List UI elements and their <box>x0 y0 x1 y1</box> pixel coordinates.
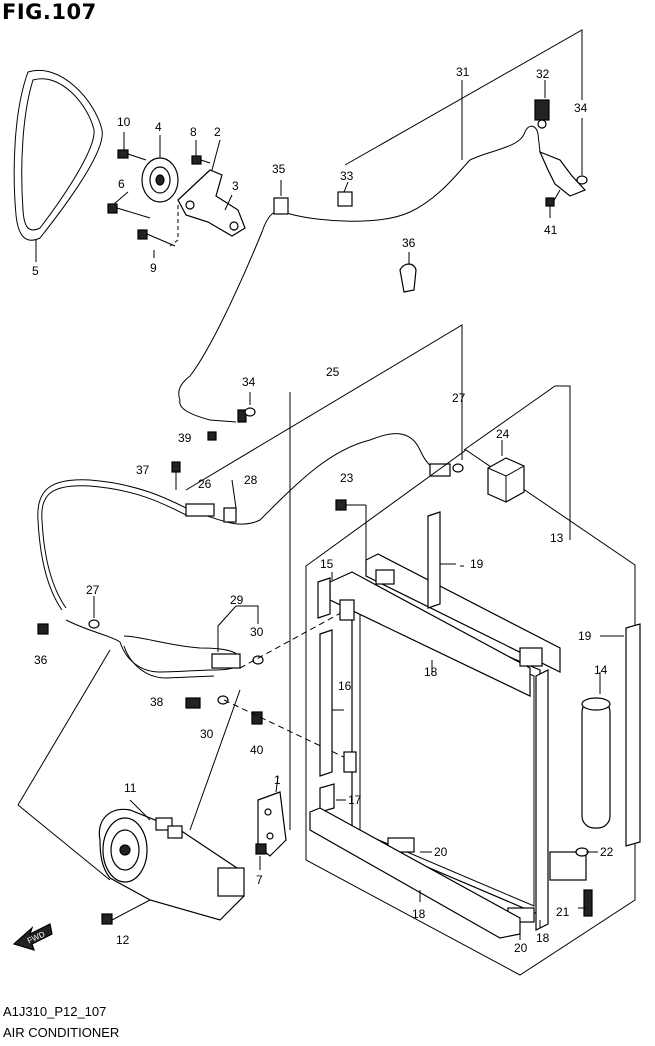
callout-20-bottom: 20 <box>514 941 528 955</box>
callout-5: 5 <box>32 264 39 278</box>
bolt-23 <box>335 499 367 560</box>
fwd-arrow-icon: FWD <box>12 923 53 951</box>
callout-39: 39 <box>178 431 192 445</box>
callout-34-lower: 34 <box>242 375 256 389</box>
callout-4: 4 <box>155 120 162 134</box>
callout-36-lower: 36 <box>34 653 48 667</box>
callout-20-center: 20 <box>434 845 448 859</box>
callout-32: 32 <box>536 67 550 81</box>
mount-bracket-part <box>255 775 287 870</box>
callout-18-right: 18 <box>536 931 550 945</box>
callout-28: 28 <box>244 473 258 487</box>
callout-14: 14 <box>594 663 608 677</box>
condenser-assembly <box>305 385 641 976</box>
figure-code: A1J310_P12_107 <box>3 1004 107 1019</box>
callout-7: 7 <box>256 873 263 887</box>
callout-12: 12 <box>116 933 130 947</box>
callout-10: 10 <box>117 115 131 129</box>
callout-9: 9 <box>150 261 157 275</box>
callout-27-left: 27 <box>86 583 100 597</box>
callout-36-upper: 36 <box>402 236 416 250</box>
callout-6: 6 <box>118 177 125 191</box>
callout-17: 17 <box>348 793 362 807</box>
callout-35: 35 <box>272 162 286 176</box>
callout-18-top: 18 <box>424 665 438 679</box>
figure-name: AIR CONDITIONER <box>3 1025 120 1040</box>
callout-30-lower: 30 <box>200 727 214 741</box>
callout-16: 16 <box>338 679 352 693</box>
clip-36-upper <box>399 252 417 293</box>
callout-8: 8 <box>190 125 197 139</box>
callout-3: 3 <box>232 179 239 193</box>
callout-31: 31 <box>456 65 470 79</box>
idler-pulley-part <box>141 135 179 203</box>
callout-15: 15 <box>320 557 334 571</box>
callout-34-upper: 34 <box>574 101 588 115</box>
fitting-35 <box>273 180 289 215</box>
callout-38: 38 <box>150 695 164 709</box>
lower-hose-part <box>37 596 351 761</box>
callout-27-right: 27 <box>452 391 466 405</box>
callout-37: 37 <box>136 463 150 477</box>
callout-41: 41 <box>544 223 558 237</box>
callout-24: 24 <box>496 427 510 441</box>
callout-19-center: 19 <box>470 557 484 571</box>
callout-2: 2 <box>214 125 221 139</box>
callout-40: 40 <box>250 743 264 757</box>
suction-hose-part <box>37 324 464 830</box>
relay-part <box>487 440 525 503</box>
callout-30-upper: 30 <box>250 625 264 639</box>
callout-1: 1 <box>274 773 281 787</box>
callout-29: 29 <box>230 593 244 607</box>
callout-23: 23 <box>340 471 354 485</box>
callout-25: 25 <box>326 365 340 379</box>
callout-11: 11 <box>124 781 137 795</box>
drive-belt-part <box>13 69 103 262</box>
callout-18-bottom: 18 <box>412 907 426 921</box>
callout-22: 22 <box>600 845 614 859</box>
callout-13: 13 <box>550 531 564 545</box>
figure-title: FIG.107 <box>2 0 97 24</box>
bracket-parts <box>169 139 246 247</box>
callout-labels: 1 2 3 4 5 6 7 8 9 10 11 12 13 14 15 16 1… <box>32 65 614 955</box>
bolt-parts-upper <box>107 132 211 258</box>
callout-26: 26 <box>198 477 212 491</box>
callout-21: 21 <box>556 905 570 919</box>
callout-33: 33 <box>340 169 354 183</box>
discharge-pipe-part <box>178 29 588 423</box>
callout-19-right: 19 <box>578 629 592 643</box>
compressor-part <box>17 649 245 925</box>
